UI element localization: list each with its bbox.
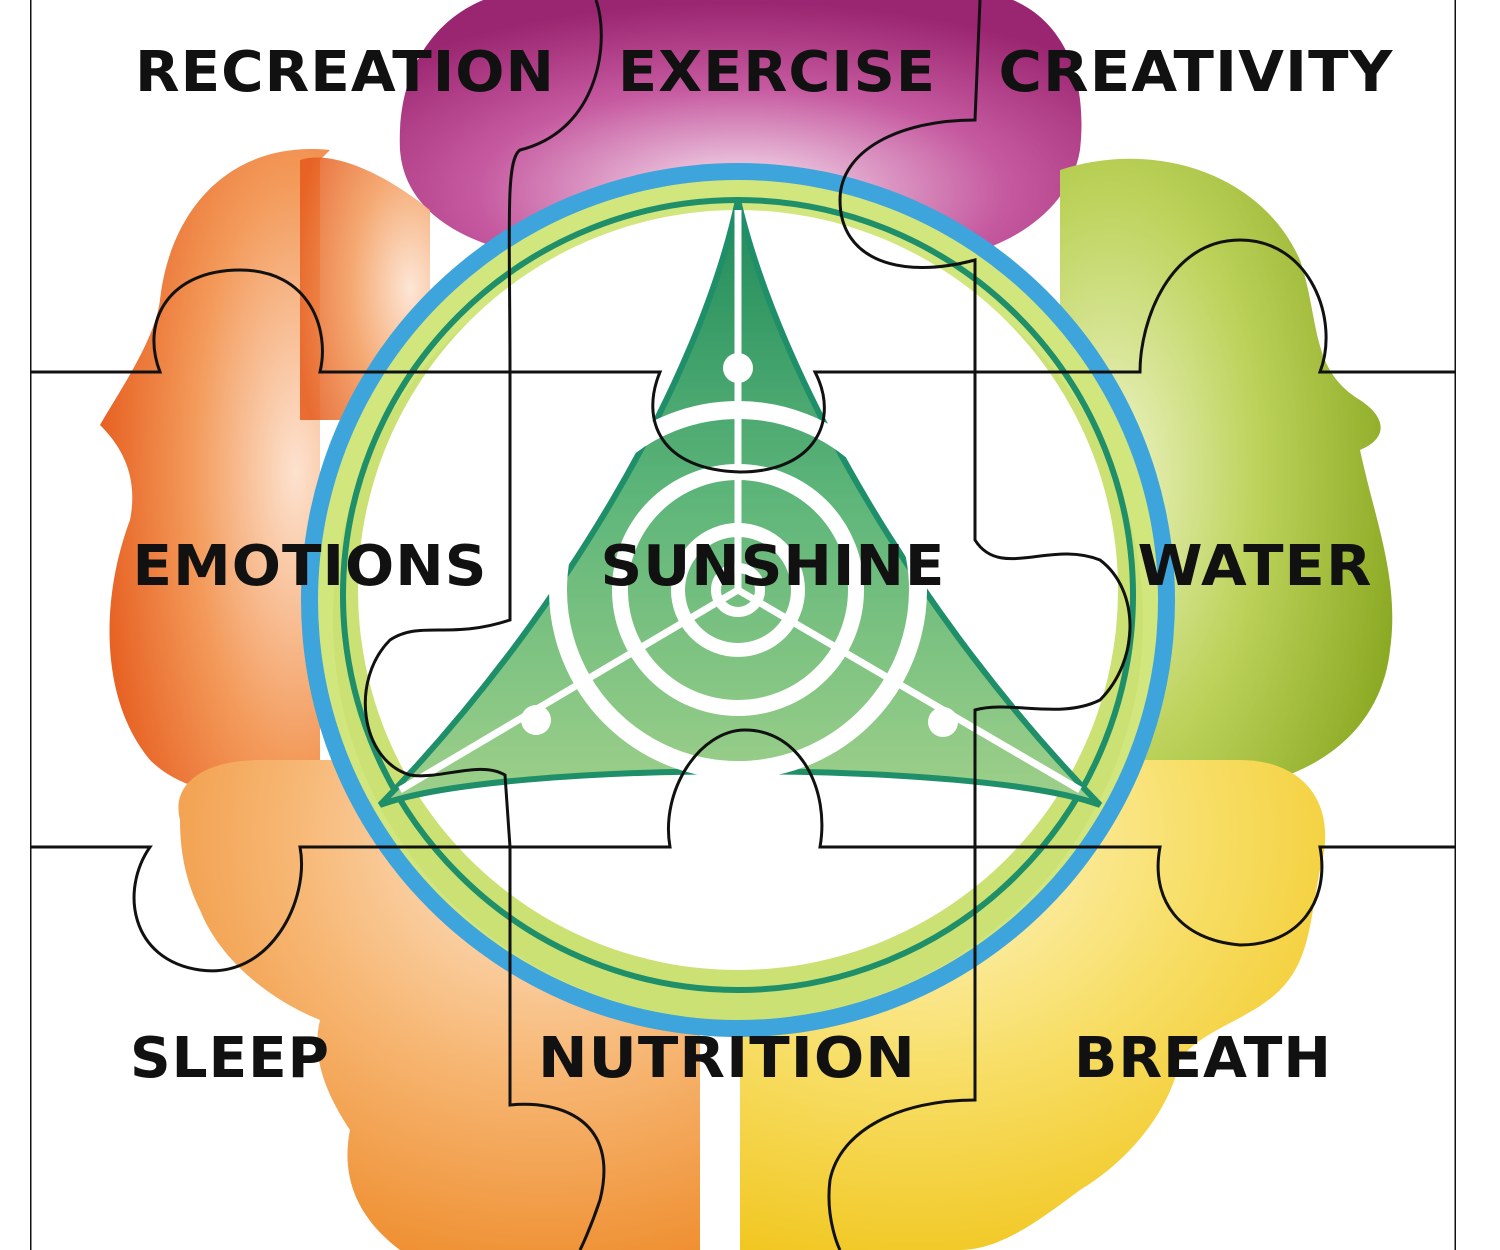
triangle-radial-lines (398, 210, 1082, 794)
emotions-label: EMOTIONS (133, 534, 488, 599)
triangle-nodes (521, 353, 958, 737)
creativity-label: CREATIVITY (999, 40, 1394, 105)
puzzle-labels: RECREATION EXERCISE CREATIVITY EMOTIONS … (130, 40, 1394, 1091)
sunshine-label: SUNSHINE (601, 534, 946, 599)
breath-label: BREATH (1074, 1026, 1332, 1091)
puzzle-grid-lines (30, 0, 1456, 1250)
water-label: WATER (1138, 534, 1373, 599)
exercise-label: EXERCISE (618, 40, 936, 105)
recreation-label: RECREATION (135, 40, 555, 105)
exercise-petal (399, 0, 1082, 260)
nutrition-label: NUTRITION (538, 1026, 916, 1091)
sleep-label: SLEEP (130, 1026, 330, 1091)
emotions-petal (100, 149, 330, 796)
